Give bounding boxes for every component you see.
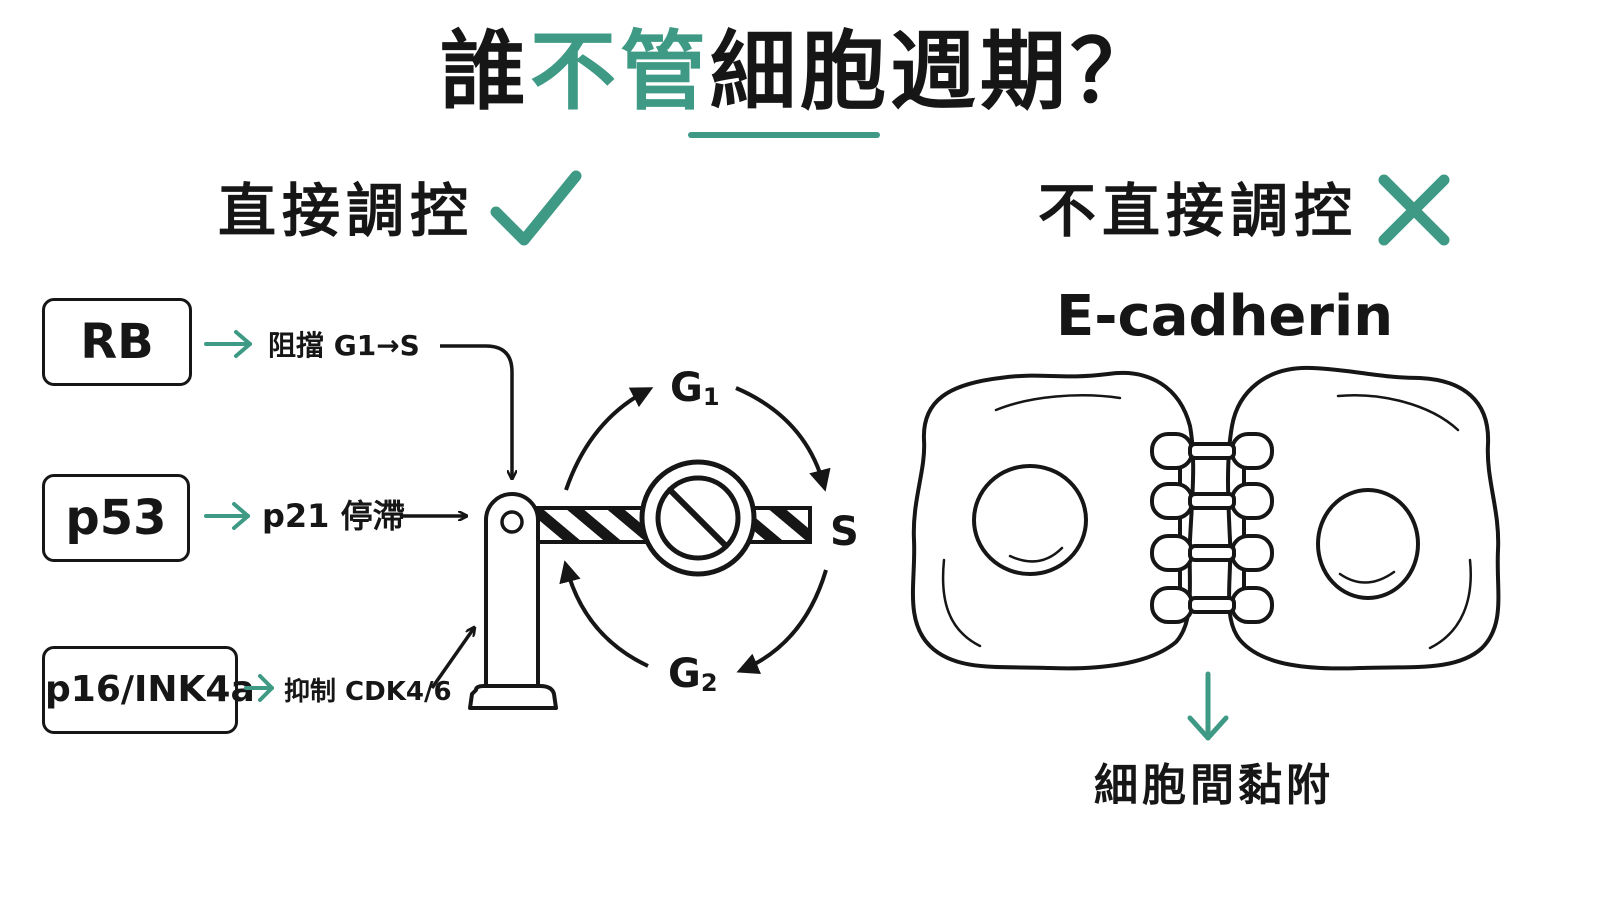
regulator-box-p53: p53: [42, 474, 190, 562]
left-cell-inner-contour: [941, 394, 1122, 648]
cross-icon: [1376, 172, 1452, 252]
prohibited-icon: [639, 459, 757, 577]
regulator-box-rb: RB: [42, 298, 192, 386]
title-underline: [688, 132, 880, 138]
cycle-arc-s-to-g2: [736, 569, 828, 674]
phase-g2-letter: G: [668, 651, 701, 697]
p16-connector-arrow: [430, 628, 474, 690]
rb-teal-arrow: [204, 330, 252, 358]
rb-effect-label: 阻擋 G1→S: [268, 329, 420, 362]
down-arrow-icon: [1187, 671, 1229, 741]
cycle-arc-g2-back: [559, 560, 649, 668]
adhesion-junction: [1150, 432, 1274, 624]
p16-teal-arrow: [244, 674, 274, 702]
regulator-box-p16: p16/INK4a: [42, 646, 255, 734]
phase-g1-letter: G: [670, 365, 703, 411]
title-prefix: 誰: [440, 22, 530, 122]
title-accent: 不管: [530, 22, 710, 122]
title-suffix: 細胞週期？: [710, 22, 1160, 122]
cell-adhesion-label: 細胞間黏附: [1094, 760, 1334, 811]
phase-s-label: S: [830, 509, 859, 555]
p53-effect-label: p21 停滯: [262, 497, 405, 535]
e-cadherin-label: E-cadherin: [1056, 284, 1394, 349]
cycle-arc-to-g1: [564, 387, 654, 491]
direct-regulation-heading: 直接調控: [218, 177, 475, 245]
left-cell-nucleus: [972, 464, 1088, 576]
right-cell-nucleus: [1316, 488, 1420, 600]
phase-g1-label: G1: [670, 364, 720, 421]
p53-teal-arrow: [204, 502, 250, 530]
page-title: 誰不管細胞週期？: [0, 22, 1600, 122]
phase-g2-subscript: 2: [700, 669, 718, 697]
phase-g2-label: G2: [668, 650, 718, 707]
indirect-regulation-heading: 不直接調控: [1038, 177, 1359, 245]
barrier-gate-icon: [468, 492, 812, 710]
phase-g1-subscript: 1: [702, 383, 720, 411]
cycle-arc-g1-to-s: [735, 386, 831, 492]
p16-effect-label: 抑制 CDK4/6: [284, 677, 452, 707]
right-cell-inner-contour: [1336, 394, 1472, 650]
rb-connector-arrow: [440, 344, 512, 478]
check-icon: [488, 168, 584, 254]
